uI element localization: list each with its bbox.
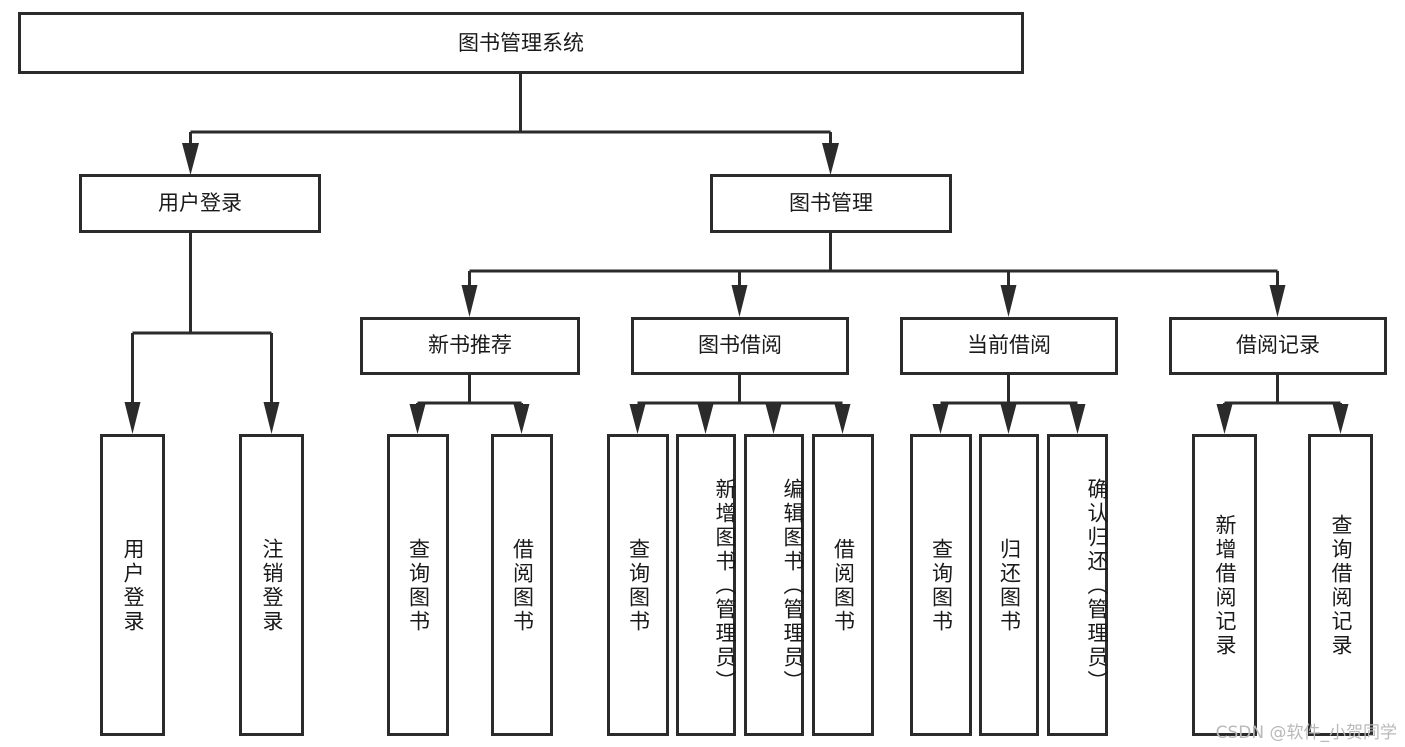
arrow-head-leaf-borrow-book-1 [513, 404, 530, 434]
node-leaf-add-record-box[interactable] [1192, 434, 1257, 736]
node-borrow-record-label: 借阅记录 [1236, 333, 1320, 357]
node-user-login-box[interactable] [79, 174, 321, 233]
node-root-label: 图书管理系统 [458, 31, 584, 55]
node-book-manage-box[interactable] [710, 174, 952, 233]
node-leaf-query-book-3-box[interactable] [910, 434, 972, 736]
arrow-head-leaf-query-book-2 [629, 404, 646, 434]
arrow-head-leaf-add-book [697, 404, 714, 434]
node-leaf-borrow-book-2-box[interactable] [812, 434, 874, 736]
node-leaf-borrow-book-1-box[interactable] [491, 434, 553, 736]
arrow-head-leaf-edit-book [765, 404, 782, 434]
node-book-manage-label: 图书管理 [789, 191, 873, 215]
arrow-head-leaf-user-logout [263, 402, 280, 434]
node-root-box[interactable] [18, 12, 1024, 74]
arrow-head-current-borrow [1000, 285, 1017, 317]
csdn-watermark: CSDN @软件_小贺同学 [1215, 723, 1397, 743]
arrow-head-leaf-query-record [1332, 404, 1349, 434]
node-current-borrow-label: 当前借阅 [967, 333, 1051, 357]
node-leaf-user-login-box[interactable] [100, 434, 165, 736]
node-book-borrow-box[interactable] [631, 317, 849, 375]
node-leaf-query-book-1-box[interactable] [387, 434, 449, 736]
node-leaf-edit-book-box[interactable] [744, 434, 804, 736]
node-leaf-confirm-return-box[interactable] [1047, 434, 1108, 736]
arrow-head-leaf-query-book-1 [409, 404, 426, 434]
arrow-head-borrow-record [1269, 285, 1286, 317]
arrow-head-leaf-confirm-return [1069, 404, 1086, 434]
node-new-book-recommend-box[interactable] [360, 317, 580, 375]
node-leaf-return-book-box[interactable] [979, 434, 1039, 736]
arrow-head-new-book-recommend [461, 285, 478, 317]
arrow-head-leaf-user-login [124, 402, 141, 434]
arrow-head-leaf-query-book-3 [932, 404, 949, 434]
node-book-borrow-label: 图书借阅 [698, 333, 782, 357]
arrow-head-user-login [182, 143, 199, 175]
arrow-head-book-borrow [731, 285, 748, 317]
node-leaf-query-book-2-box[interactable] [607, 434, 669, 736]
node-new-book-recommend-label: 新书推荐 [428, 333, 512, 357]
node-leaf-query-record-box[interactable] [1308, 434, 1373, 736]
node-leaf-user-logout-box[interactable] [239, 434, 304, 736]
node-leaf-add-book-box[interactable] [676, 434, 736, 736]
node-current-borrow-box[interactable] [900, 317, 1118, 375]
node-borrow-record-box[interactable] [1169, 317, 1387, 375]
arrow-head-leaf-add-record [1216, 404, 1233, 434]
arrow-head-leaf-return-book [1000, 404, 1017, 434]
connector-layer [124, 73, 1349, 434]
node-layer: 图书管理系统 用户登录 图书管理 新书推荐 图书借阅 当前借阅 借阅记录 [18, 12, 1387, 736]
node-user-login-label: 用户登录 [158, 191, 242, 215]
arrow-head-leaf-borrow-book-2 [834, 404, 851, 434]
arrow-head-book-manage [822, 143, 839, 175]
